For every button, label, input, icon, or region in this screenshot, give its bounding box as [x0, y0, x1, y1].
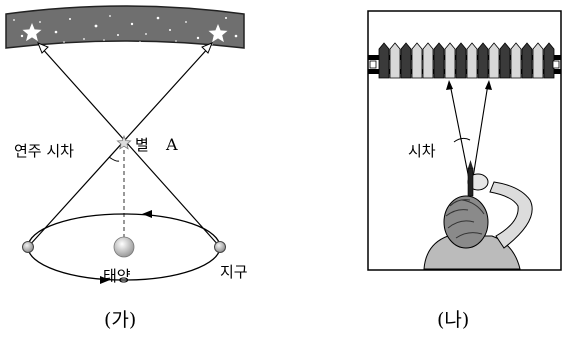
sight-line-2	[39, 45, 221, 248]
pen-tip	[468, 160, 473, 168]
arrowhead-right-eye	[485, 80, 492, 90]
sky-stars	[13, 15, 238, 45]
person-head	[443, 195, 489, 249]
sun-icon	[113, 236, 135, 258]
person-body	[423, 235, 521, 270]
label-star: 별	[135, 136, 149, 154]
pen	[467, 167, 474, 197]
label-star-letter: A	[165, 135, 178, 154]
sky-band	[5, 5, 245, 49]
background-star-right-icon	[208, 24, 228, 43]
earth-left-icon	[22, 241, 34, 253]
parallax-angle-arc-b	[453, 137, 471, 143]
fence	[378, 42, 555, 79]
diagram-annual-parallax: 연주 시차 별 A 태양 지구 (가)	[5, 5, 248, 331]
caption-b: (나)	[437, 309, 469, 331]
sight-line-1	[27, 45, 211, 248]
parallax-angle-arc	[108, 156, 120, 162]
arrowhead-left	[37, 42, 49, 54]
earth-right-icon	[214, 241, 226, 253]
orbit-arrow-bottom	[100, 276, 110, 284]
label-sun: 태양	[103, 267, 131, 285]
background-star-left-icon	[22, 23, 42, 42]
sight-line-left-eye	[449, 83, 471, 185]
star-a-icon	[116, 134, 132, 150]
sight-line-right-eye	[471, 83, 489, 185]
label-annual-parallax: 연주 시차	[14, 142, 74, 160]
caption-a: (가)	[104, 309, 136, 331]
diagram-everyday-parallax: 시차 (나)	[367, 10, 562, 331]
label-parallax-b: 시차	[408, 142, 436, 160]
arrowhead-right	[201, 42, 213, 54]
arrowhead-left-eye	[446, 80, 453, 90]
label-earth: 지구	[220, 263, 248, 281]
person-hair-strands	[445, 199, 485, 239]
orbit-arrow-top	[142, 210, 152, 218]
person-arm	[489, 181, 533, 249]
